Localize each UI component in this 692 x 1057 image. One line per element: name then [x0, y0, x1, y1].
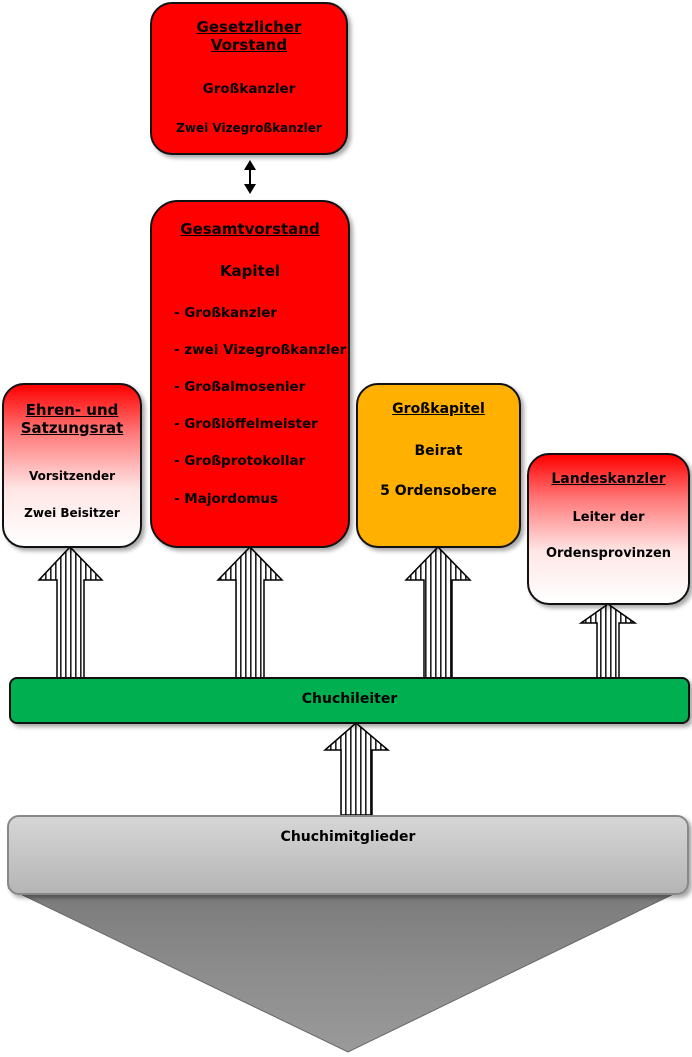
kapitel-item: - Großalmosenier	[174, 379, 306, 395]
ehrenrat-title-line1: Ehren- und	[25, 401, 119, 419]
vorstand-role-vize: Zwei Vizegroßkanzler	[176, 121, 322, 135]
ehrenrat-role-vorsitz: Vorsitzender	[28, 469, 116, 483]
grosskapitel-ordensobere: 5 Ordensobere	[380, 483, 497, 499]
grosskapitel-title: Großkapitel	[392, 401, 485, 417]
kapitel-item: - zwei Vizegroßkanzler	[174, 342, 347, 358]
landeskanzler-line1: Leiter der	[572, 510, 645, 525]
gesamtvorstand-subtitle: Kapitel	[219, 262, 281, 280]
ehrenrat-title-line2: Satzungsrat	[20, 419, 124, 437]
arrow-to-ehrenrat	[37, 545, 104, 679]
kapitel-item: - Majordomus	[174, 491, 279, 507]
kapitel-item: - Großlöffelmeister	[174, 416, 318, 432]
double-arrow-icon	[244, 160, 256, 194]
arrow-to-chuchileiter	[322, 722, 391, 816]
chuchileiter-bar: Chuchileiter	[9, 677, 690, 724]
grosskapitel-box: Großkapitel Beirat 5 Ordensobere	[356, 383, 521, 548]
gesamtvorstand-title: Gesamtvorstand	[180, 220, 320, 238]
arrow-to-gesamtvorstand	[216, 545, 284, 679]
chuchimitglieder-label: Chuchimitglieder	[280, 829, 416, 845]
kapitel-item: - Großkanzler	[174, 305, 278, 321]
chuchimitglieder-bar: Chuchimitglieder	[7, 815, 689, 895]
members-funnel	[7, 887, 687, 1053]
vorstand-title-line2: Vorstand	[210, 36, 288, 54]
landeskanzler-title: Landeskanzler	[551, 471, 666, 487]
vorstand-title-line1: Gesetzlicher	[196, 18, 302, 36]
vorstand-box: Gesetzlicher Vorstand Großkanzler Zwei V…	[150, 2, 348, 155]
vorstand-role-grosskanzler: Großkanzler	[202, 81, 296, 97]
ehrenrat-box: Ehren- und Satzungsrat Vorsitzender Zwei…	[2, 383, 142, 548]
gesamtvorstand-box: Gesamtvorstand Kapitel - Großkanzler - z…	[150, 200, 350, 548]
landeskanzler-line2: Ordensprovinzen	[545, 546, 672, 561]
grosskapitel-beirat: Beirat	[414, 443, 463, 459]
arrow-to-landeskanzler	[578, 603, 638, 679]
landeskanzler-box: Landeskanzler Leiter der Ordensprovinzen	[527, 453, 690, 605]
chuchileiter-label: Chuchileiter	[301, 691, 398, 707]
arrow-to-grosskapitel	[404, 545, 472, 679]
kapitel-item: - Großprotokollar	[174, 453, 306, 469]
ehrenrat-role-beisitzer: Zwei Beisitzer	[24, 506, 120, 520]
